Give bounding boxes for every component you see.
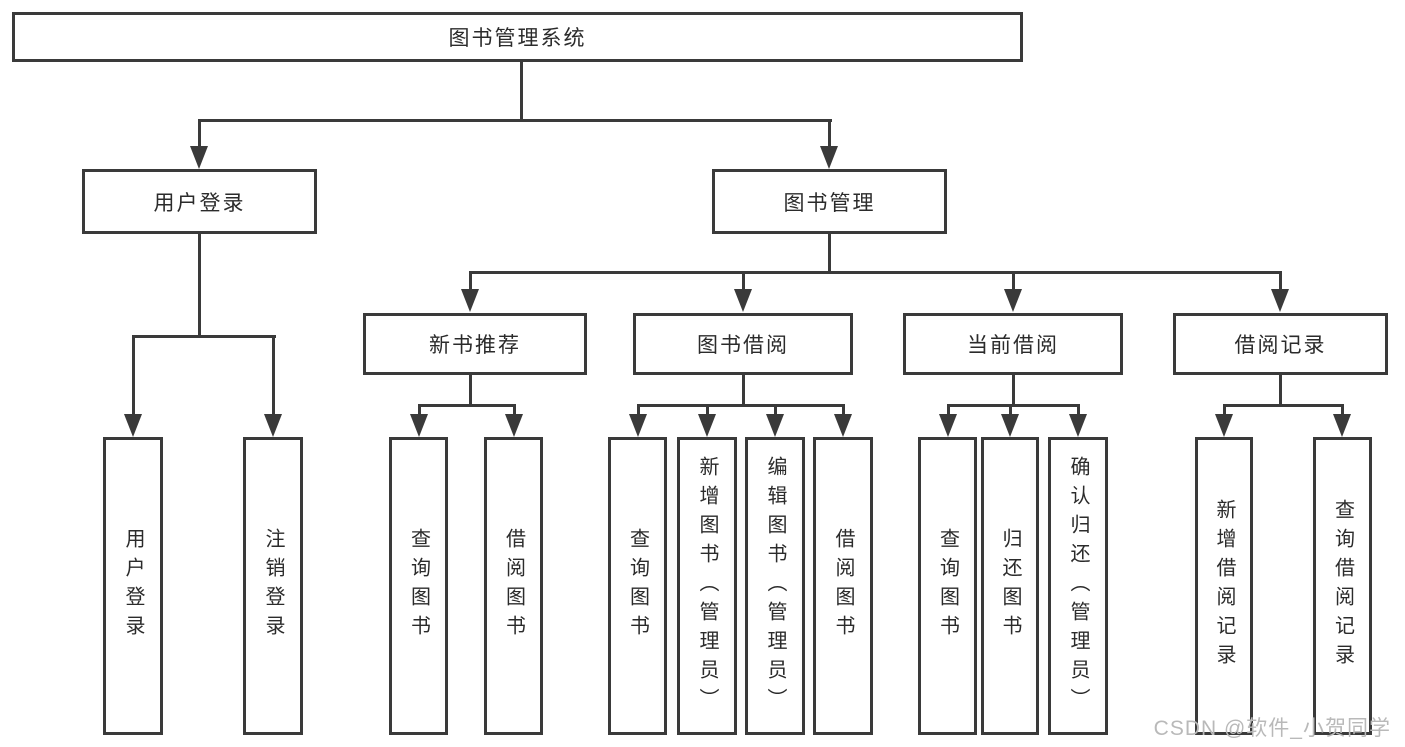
node-label: 新书推荐 [429, 334, 521, 357]
connector-line [947, 404, 1080, 407]
arrow-down-icon [1001, 414, 1019, 437]
connector-line [1279, 271, 1282, 293]
leaf-add-book-admin: 新增图书（管理员） [677, 437, 737, 735]
connector-line [637, 404, 640, 417]
leaf-logout: 注销登录 [243, 437, 303, 735]
leaf-query-books-2: 查询图书 [608, 437, 667, 735]
node-label: 新增借阅记录 [1213, 499, 1235, 673]
node-label: 新增图书（管理员） [696, 455, 718, 717]
node-label: 确认归还（管理员） [1067, 455, 1089, 717]
connector-line [272, 335, 275, 418]
node-label: 查询借阅记录 [1331, 499, 1354, 673]
node-label: 查询图书 [626, 528, 649, 644]
connector-line [1012, 271, 1015, 293]
node-book-borrowing: 图书借阅 [633, 313, 853, 375]
node-user-login-group: 用户登录 [82, 169, 317, 234]
node-label: 图书借阅 [697, 334, 789, 357]
arrow-down-icon [834, 414, 852, 437]
connector-line [774, 404, 777, 417]
node-label: 注销登录 [262, 528, 284, 644]
leaf-return-book: 归还图书 [981, 437, 1039, 735]
leaf-add-borrow-record: 新增借阅记录 [1195, 437, 1253, 735]
connector-line [132, 335, 276, 338]
arrow-down-icon [1069, 414, 1087, 437]
leaf-query-books-1: 查询图书 [389, 437, 448, 735]
connector-line [742, 271, 745, 293]
connector-line [706, 404, 709, 417]
node-label: 借阅图书 [502, 528, 525, 644]
node-label: 借阅图书 [832, 528, 854, 644]
node-book-management: 图书管理 [712, 169, 947, 234]
node-borrowing-records: 借阅记录 [1173, 313, 1388, 375]
connector-line [520, 62, 523, 121]
connector-line [742, 375, 745, 406]
leaf-confirm-return-admin: 确认归还（管理员） [1048, 437, 1108, 735]
arrow-down-icon [939, 414, 957, 437]
connector-line [198, 119, 832, 122]
connector-line [1279, 375, 1282, 406]
arrow-down-icon [820, 146, 838, 169]
node-label: 当前借阅 [967, 334, 1059, 357]
node-label: 借阅记录 [1234, 334, 1327, 357]
connector-line [1223, 404, 1344, 407]
connector-line [1077, 404, 1080, 417]
node-label: 图书管理 [783, 191, 876, 215]
node-label: 编辑图书（管理员） [764, 455, 786, 717]
node-label: 图书管理系统 [448, 27, 587, 50]
connector-line [418, 404, 516, 407]
arrow-down-icon [461, 289, 479, 312]
connector-line [418, 404, 421, 417]
arrow-down-icon [410, 414, 428, 437]
connector-line [513, 404, 516, 417]
connector-line [1223, 404, 1226, 417]
connector-line [132, 335, 135, 418]
leaf-user-login: 用户登录 [103, 437, 163, 735]
arrow-down-icon [1004, 289, 1022, 312]
connector-line [198, 119, 201, 150]
connector-line [637, 404, 845, 407]
connector-line [842, 404, 845, 417]
connector-line [1009, 404, 1012, 417]
node-label: 用户登录 [122, 528, 144, 644]
arrow-down-icon [124, 414, 142, 437]
leaf-query-books-3: 查询图书 [918, 437, 977, 735]
node-current-borrowing: 当前借阅 [903, 313, 1123, 375]
connector-line [469, 271, 1282, 274]
arrow-down-icon [1271, 289, 1289, 312]
node-label: 归还图书 [999, 528, 1021, 644]
node-new-book-recommend: 新书推荐 [363, 313, 587, 375]
node-label: 用户登录 [153, 191, 246, 215]
csdn-watermark: CSDN @软件_小贺同学 [1153, 717, 1391, 740]
arrow-down-icon [766, 414, 784, 437]
leaf-edit-book-admin: 编辑图书（管理员） [745, 437, 805, 735]
leaf-query-borrow-record: 查询借阅记录 [1313, 437, 1372, 735]
arrow-down-icon [698, 414, 716, 437]
arrow-down-icon [1333, 414, 1351, 437]
connector-line [828, 119, 831, 150]
node-label: 查询图书 [407, 528, 430, 644]
connector-line [1012, 375, 1015, 406]
leaf-borrow-books-1: 借阅图书 [484, 437, 543, 735]
connector-line [1341, 404, 1344, 417]
arrow-down-icon [264, 414, 282, 437]
node-library-system: 图书管理系统 [12, 12, 1023, 62]
connector-line [469, 271, 472, 293]
arrow-down-icon [505, 414, 523, 437]
arrow-down-icon [1215, 414, 1233, 437]
arrow-down-icon [734, 289, 752, 312]
arrow-down-icon [190, 146, 208, 169]
connector-line [198, 234, 201, 338]
connector-line [469, 375, 472, 406]
leaf-borrow-books-2: 借阅图书 [813, 437, 873, 735]
node-label: 查询图书 [936, 528, 959, 644]
connector-line [947, 404, 950, 417]
arrow-down-icon [629, 414, 647, 437]
connector-line [828, 234, 831, 274]
